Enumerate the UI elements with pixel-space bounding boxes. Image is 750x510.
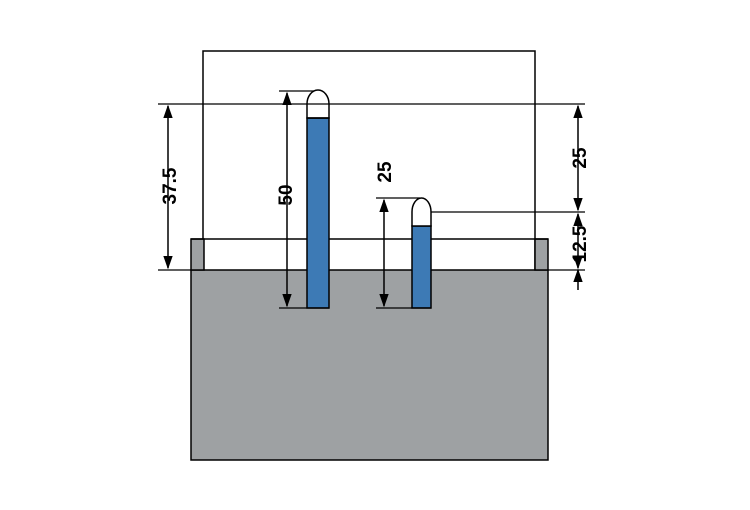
right-tube-liquid — [411, 225, 432, 309]
left-tube-liquid — [306, 117, 330, 309]
left-height-label: 37.5 — [160, 167, 181, 204]
right-upper-label: 25 — [570, 147, 591, 169]
right-lower-label: 12.5 — [570, 225, 591, 262]
right-tube-label: 25 — [375, 161, 396, 183]
left-tube-label: 50 — [276, 184, 297, 205]
right-tube-meniscus — [411, 197, 432, 227]
right-lug — [534, 238, 549, 271]
left-lug — [190, 238, 205, 271]
container-outline — [202, 50, 536, 274]
reservoir-block — [190, 269, 549, 461]
